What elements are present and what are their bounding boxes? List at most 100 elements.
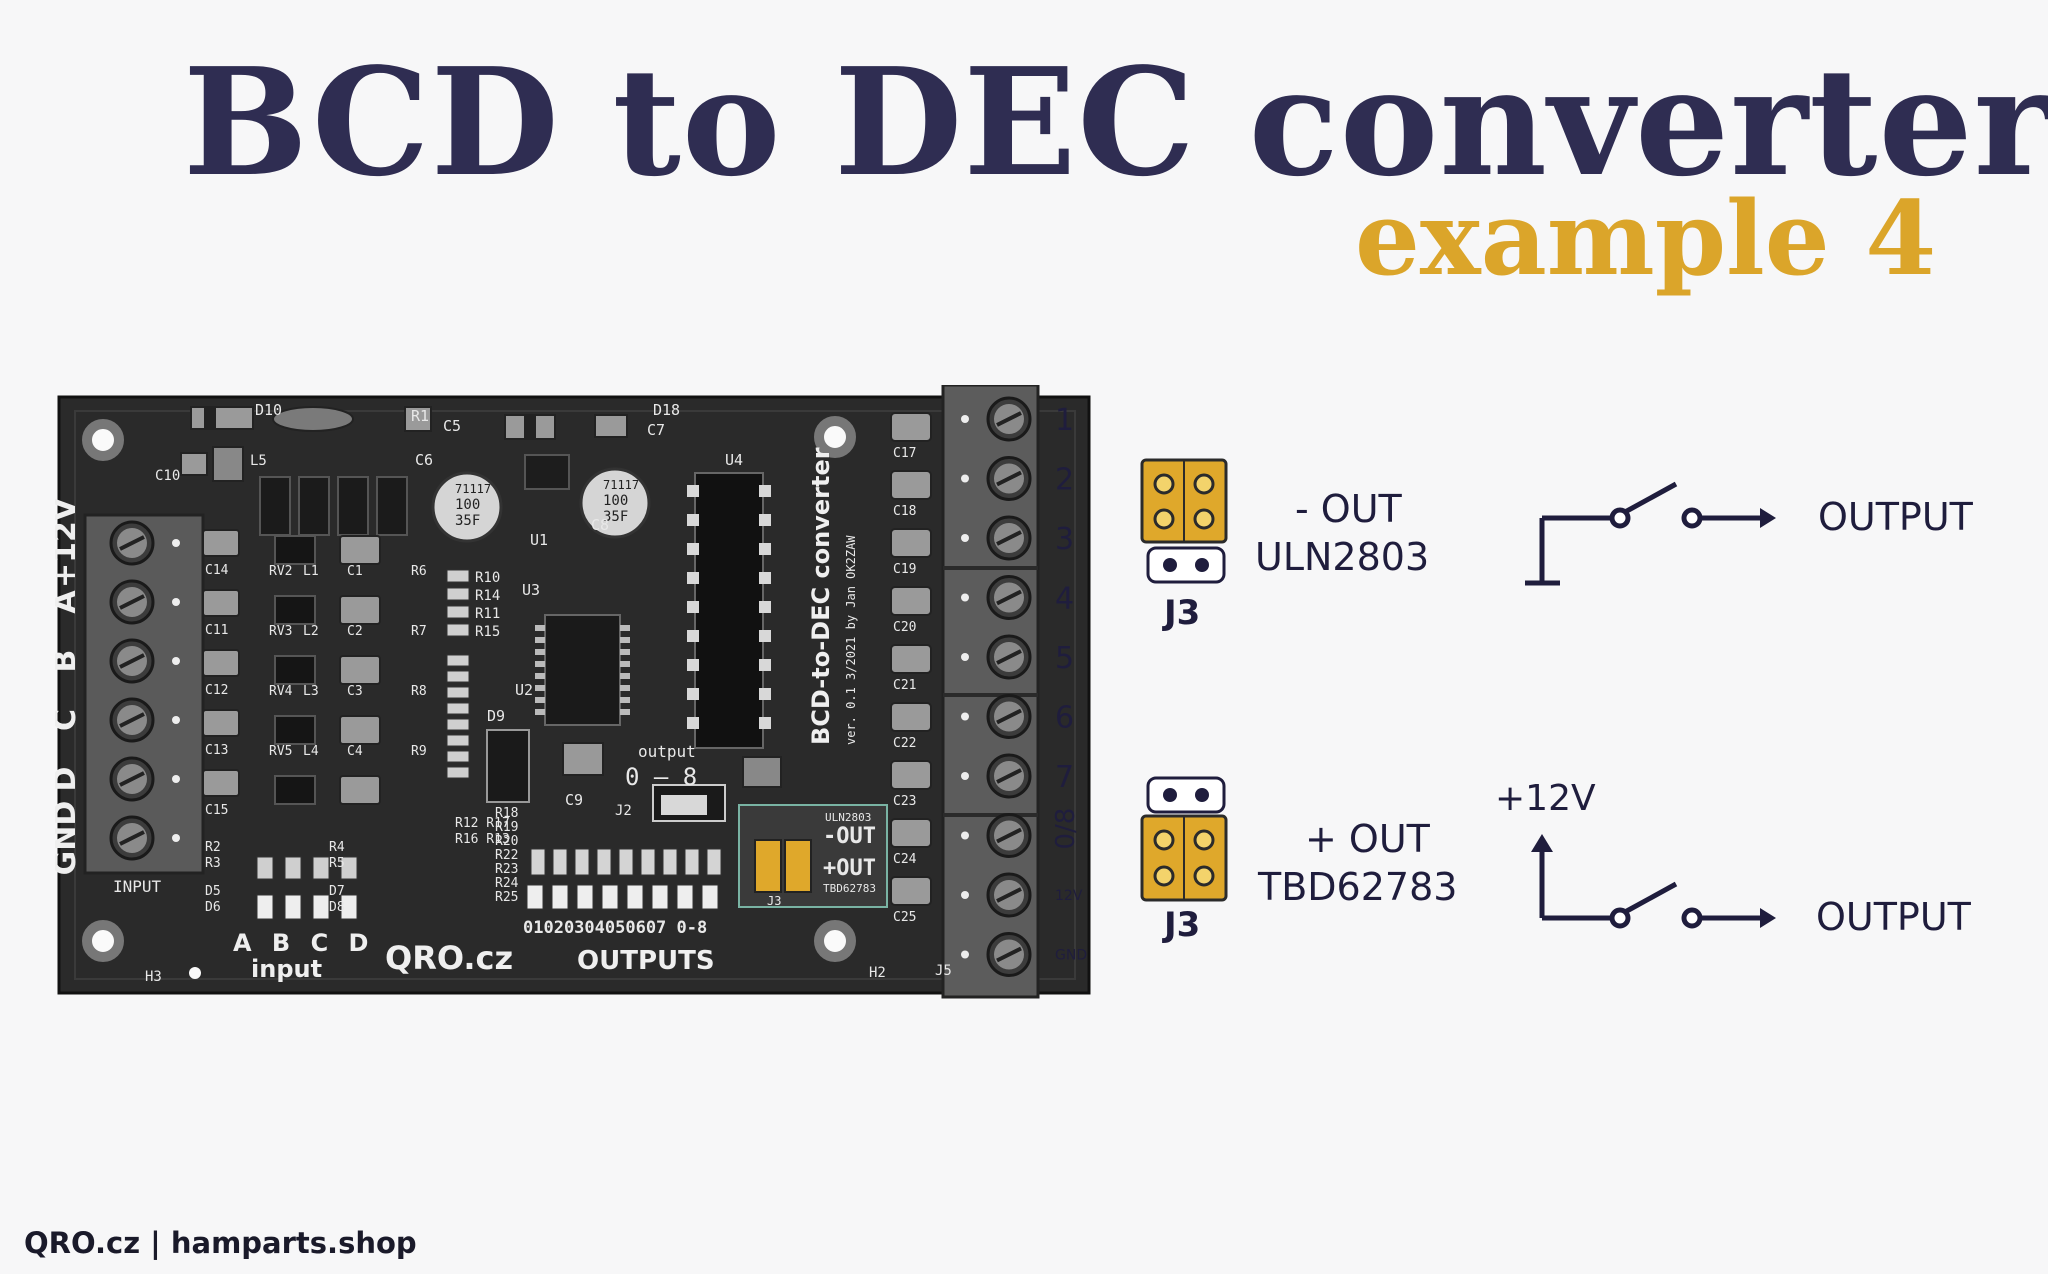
output-terminal-label: 1 <box>1055 403 1074 438</box>
component-ref: C1 <box>347 564 363 579</box>
component-ref: C12 <box>205 683 228 698</box>
input-terminal-label: C <box>55 709 83 731</box>
smd-resistor <box>256 856 274 880</box>
input-screw <box>109 697 155 743</box>
component-ref: R14 <box>475 588 500 604</box>
component-ref: D8 <box>329 900 345 915</box>
input-screw <box>109 520 155 566</box>
smd-capacitor <box>202 649 240 677</box>
smd-resistor <box>312 856 330 880</box>
smd-capacitor <box>890 586 932 616</box>
cap2-mark-1: 71117 <box>603 478 639 492</box>
input-terminal-label: GND <box>55 801 83 876</box>
output-terminal-label: 3 <box>1055 522 1074 557</box>
input-terminal-label: B <box>55 650 83 673</box>
component-ref: D6 <box>205 900 221 915</box>
smd-capacitor <box>890 644 932 674</box>
input-led <box>284 894 302 920</box>
component-ref: R10 <box>475 570 500 586</box>
smd-capacitor <box>202 769 240 797</box>
component-ref: R22 <box>495 848 518 863</box>
input-silk-word: input <box>251 955 322 983</box>
smd-capacitor <box>890 876 932 906</box>
component-ref: R19 <box>495 820 518 835</box>
ref-j5: J5 <box>935 963 952 979</box>
j2-output-jumper <box>652 784 726 822</box>
cap2-mark-3: 35F <box>603 509 628 525</box>
ref-d18: D18 <box>653 401 680 419</box>
component-ref: C22 <box>893 736 916 751</box>
ref-j2: J2 <box>615 803 632 819</box>
input-screw <box>109 638 155 684</box>
output-terminal-label: GND <box>1055 948 1087 964</box>
bottom-switch-from-supply <box>1531 834 1776 929</box>
component-ref: RV3 <box>269 624 292 639</box>
smd-capacitor <box>890 412 932 442</box>
smd-capacitor <box>202 529 240 557</box>
smd-capacitor <box>339 715 381 745</box>
input-led <box>312 894 330 920</box>
ref-l5: L5 <box>250 453 267 469</box>
output-led <box>526 884 544 910</box>
component-ref: C17 <box>893 446 916 461</box>
cap1-mark-3: 35F <box>455 513 480 529</box>
smd-resistor <box>618 848 634 876</box>
regulator-u1 <box>524 454 570 490</box>
board-jumper-ref: J3 <box>767 894 781 908</box>
output-select-label: output <box>638 742 696 761</box>
ref-c5: C5 <box>443 417 461 435</box>
ref-u2: U2 <box>515 681 533 699</box>
component-ref: R16 R13 <box>455 832 510 847</box>
component-ref: RV5 <box>269 744 292 759</box>
bottom-polarity-label: + OUT <box>1305 817 1431 861</box>
bottom-chip-label: TBD62783 <box>1257 865 1457 909</box>
ref-u3: U3 <box>522 581 540 599</box>
smd-capacitor <box>890 818 932 848</box>
board-version: ver. 0.1 3/2021 by Jan OK2ZAW <box>844 535 858 745</box>
smd-resistor <box>552 848 568 876</box>
ref-h2: H2 <box>869 965 886 981</box>
top-switch-to-ground <box>1525 481 1776 586</box>
ref-h3: H3 <box>145 969 162 985</box>
component-ref: R9 <box>411 744 427 759</box>
input-screw <box>109 815 155 861</box>
component-ref: C19 <box>893 562 916 577</box>
component-ref: D5 <box>205 884 221 899</box>
component-ref: R6 <box>411 564 427 579</box>
output-terminal-label: 0/8 <box>1051 808 1081 850</box>
ref-c10: C10 <box>155 468 180 484</box>
bottom-jumper-label: J3 <box>1162 905 1200 945</box>
output-led <box>601 884 619 910</box>
abcd-silk-label: A B C D <box>233 929 374 957</box>
smd-capacitor <box>202 589 240 617</box>
smd-capacitor <box>339 775 381 805</box>
output-screw <box>986 396 1032 442</box>
output-led <box>651 884 669 910</box>
component-ref: L2 <box>303 624 319 639</box>
component-ref: C11 <box>205 623 228 638</box>
component-ref: R11 <box>475 606 500 622</box>
smd-resistor <box>284 856 302 880</box>
top-polarity-label: - OUT <box>1295 487 1403 531</box>
output-terminal-block <box>941 385 1040 999</box>
component-ref: C21 <box>893 678 916 693</box>
component-ref: C2 <box>347 624 363 639</box>
j3-minus-out-jumper <box>1140 458 1228 584</box>
output-led <box>626 884 644 910</box>
component-ref: L4 <box>303 744 319 759</box>
smd-resistor <box>640 848 656 876</box>
input-screw <box>109 579 155 625</box>
component-ref: R23 <box>495 862 518 877</box>
input-screw <box>109 756 155 802</box>
cap1-mark-2: 100 <box>455 497 480 513</box>
component-ref: C4 <box>347 744 363 759</box>
component-ref: C25 <box>893 910 916 925</box>
output-screw <box>986 456 1032 501</box>
power-section <box>180 406 628 536</box>
component-ref: R4 <box>329 840 345 855</box>
component-ref: L1 <box>303 564 319 579</box>
output-terminal-label: 4 <box>1055 582 1074 617</box>
input-terminal-label: A <box>55 590 83 614</box>
component-ref: R8 <box>411 684 427 699</box>
output-led <box>551 884 569 910</box>
